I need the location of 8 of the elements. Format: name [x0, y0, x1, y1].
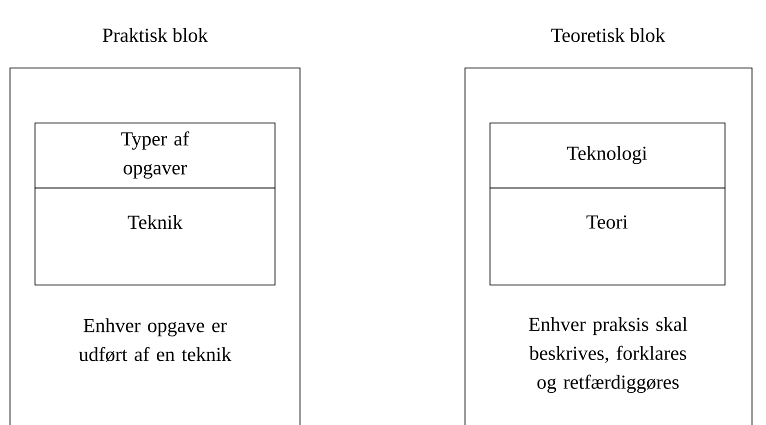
table-cell: Teknologi [490, 122, 726, 188]
block-heading: Teoretisk blok [551, 28, 666, 42]
block-heading: Praktisk blok [102, 28, 208, 42]
block-description: Enhver praksis skal beskrives, forklares og retfærdiggøres [528, 317, 688, 393]
block-description: Enhver opgave er udført af en teknik [78, 318, 232, 362]
table-cell: Teknik [34, 188, 276, 286]
table-cell: Teori [490, 188, 726, 286]
table-cell: Typer af opgaver [34, 122, 276, 188]
